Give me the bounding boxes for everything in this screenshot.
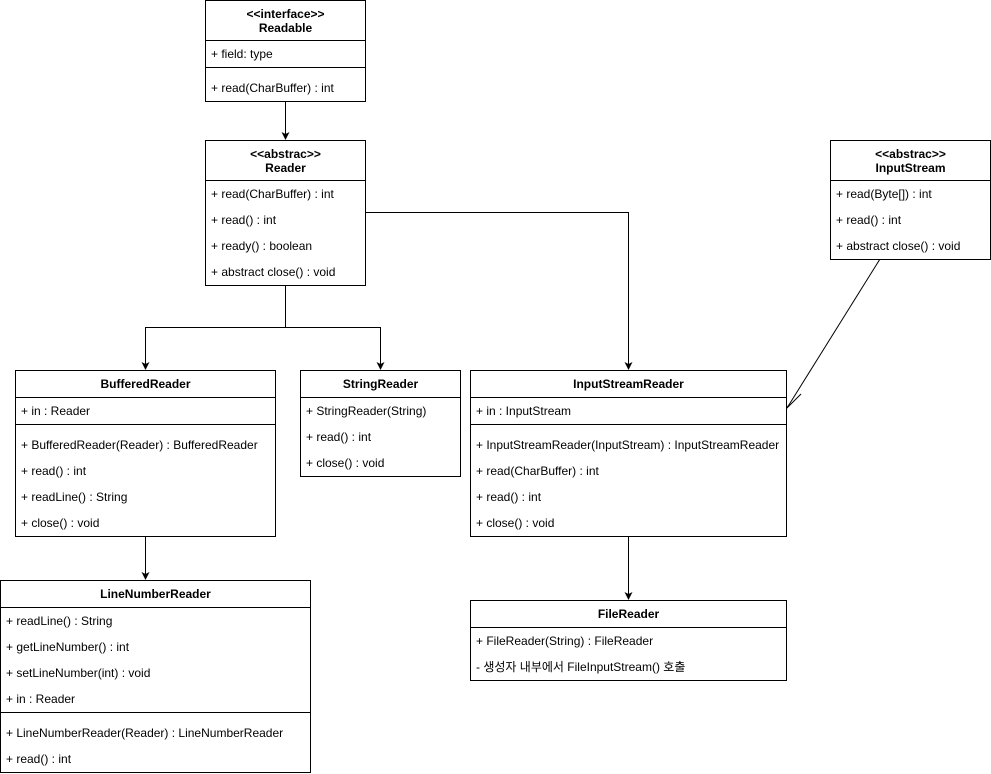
class-member: + read() : int <box>21 464 87 478</box>
members-section: + read(CharBuffer) : int + read() : int + … <box>206 181 365 285</box>
class-member: + read() : int <box>836 213 902 227</box>
members-section: + StringReader(String) + read() : int + cl… <box>301 398 460 476</box>
class-header: <<interface>>Readable <box>206 1 365 41</box>
relation-reader-bufferedreader <box>141 285 286 370</box>
members-section: + read(CharBuffer) : int <box>206 67 365 101</box>
class-member: - 생성자 내부에서 FileInputStream() 호출 <box>476 660 686 674</box>
class-member: + read(Byte[]) : int <box>836 187 932 201</box>
class-stereotype: <<abstrac>> <box>250 146 321 161</box>
members-section: + LineNumberReader(Reader) : LineNumberR… <box>1 712 310 772</box>
class-member: + LineNumberReader(Reader) : LineNumberR… <box>6 726 284 740</box>
class-header: LineNumberReader <box>1 581 310 608</box>
class-member: + InputStreamReader(InputStream) : Input… <box>476 438 780 452</box>
class-member: + BufferedReader(Reader) : BufferedReade… <box>21 438 258 452</box>
class-member: + getLineNumber() : int <box>6 640 130 654</box>
class-header: BufferedReader <box>16 371 275 398</box>
class-box-linenumberreader[interactable]: LineNumberReader + readLine() : String + g… <box>0 580 311 773</box>
class-name: InputStream <box>875 160 946 175</box>
class-member: + ready() : boolean <box>211 239 313 253</box>
class-member: + read() : int <box>306 430 372 444</box>
class-box-bufferedreader[interactable]: BufferedReader + in : Reader + BufferedRea… <box>15 370 276 537</box>
class-member: + read() : int <box>211 213 277 227</box>
attributes-section: + readLine() : String + getLineNumber() :… <box>1 608 310 712</box>
class-name: FileReader <box>597 607 660 621</box>
class-member: + close() : void <box>21 516 100 530</box>
class-name: StringReader <box>342 377 419 391</box>
class-member: + read(CharBuffer) : int <box>211 81 334 95</box>
class-member: + close() : void <box>476 516 555 530</box>
class-header: <<abstrac>>Reader <box>206 141 365 181</box>
relation-reader-inputstreamreader <box>366 212 633 370</box>
class-stereotype: <<interface>> <box>246 6 325 21</box>
class-member: + readLine() : String <box>21 490 128 504</box>
class-member: + StringReader(String) <box>306 404 427 418</box>
class-member: + abstract close() : void <box>211 265 336 279</box>
members-section: + InputStreamReader(InputStream) : Input… <box>471 424 786 536</box>
class-member: + abstract close() : void <box>836 239 961 253</box>
class-header: <<abstrac>>InputStream <box>831 141 990 181</box>
class-member: + readLine() : String <box>6 614 113 628</box>
attributes-section: + field: type <box>206 41 365 67</box>
class-header: InputStreamReader <box>471 371 786 398</box>
class-box-inputstreamreader[interactable]: InputStreamReader+ in : InputStream + Inp… <box>470 370 787 537</box>
members-section: + BufferedReader(Reader) : BufferedReade… <box>16 424 275 536</box>
class-name: Readable <box>258 20 313 35</box>
class-member: + field: type <box>211 47 273 61</box>
class-box-readable[interactable]: <<interface>>Readable + field: type + read… <box>205 0 366 102</box>
relation-reader-stringreader <box>285 327 385 370</box>
class-box-inputstream[interactable]: <<abstrac>>InputStream+ read(Byte[]) : i… <box>830 140 991 260</box>
class-member: + read() : int <box>476 490 542 504</box>
class-box-filereader[interactable]: FileReader + FileReader(String) : FileRea… <box>470 600 787 681</box>
class-member: + in : InputStream <box>476 404 572 418</box>
class-member: + read(CharBuffer) : int <box>476 464 599 478</box>
attributes-section: + in : Reader <box>16 398 275 424</box>
members-section: + read(Byte[]) : int + read() : int + abst… <box>831 181 990 259</box>
class-header: FileReader <box>471 601 786 628</box>
class-member: + in : Reader <box>21 404 91 418</box>
relation-inputstream-inputstreamreader <box>786 258 881 409</box>
class-stereotype: <<abstrac>> <box>875 146 946 161</box>
class-name: BufferedReader <box>100 377 191 391</box>
class-name: LineNumberReader <box>100 587 211 601</box>
class-box-reader[interactable]: <<abstrac>>Reader+ read(CharBuffer) : in… <box>205 140 366 286</box>
class-member: + read() : int <box>6 752 72 766</box>
attributes-section: + in : InputStream <box>471 398 786 424</box>
class-header: StringReader <box>301 371 460 398</box>
class-member: + setLineNumber(int) : void <box>6 666 151 680</box>
members-section: + FileReader(String) : FileReader - 생성자 내… <box>471 628 786 680</box>
class-member: + read(CharBuffer) : int <box>211 187 334 201</box>
class-member: + FileReader(String) : FileReader <box>476 634 654 648</box>
class-name: InputStreamReader <box>573 377 684 391</box>
class-box-stringreader[interactable]: StringReader + StringReader(String) + read… <box>300 370 461 477</box>
class-member: + in : Reader <box>6 692 76 706</box>
class-member: + close() : void <box>306 456 385 470</box>
class-name: Reader <box>265 160 306 175</box>
